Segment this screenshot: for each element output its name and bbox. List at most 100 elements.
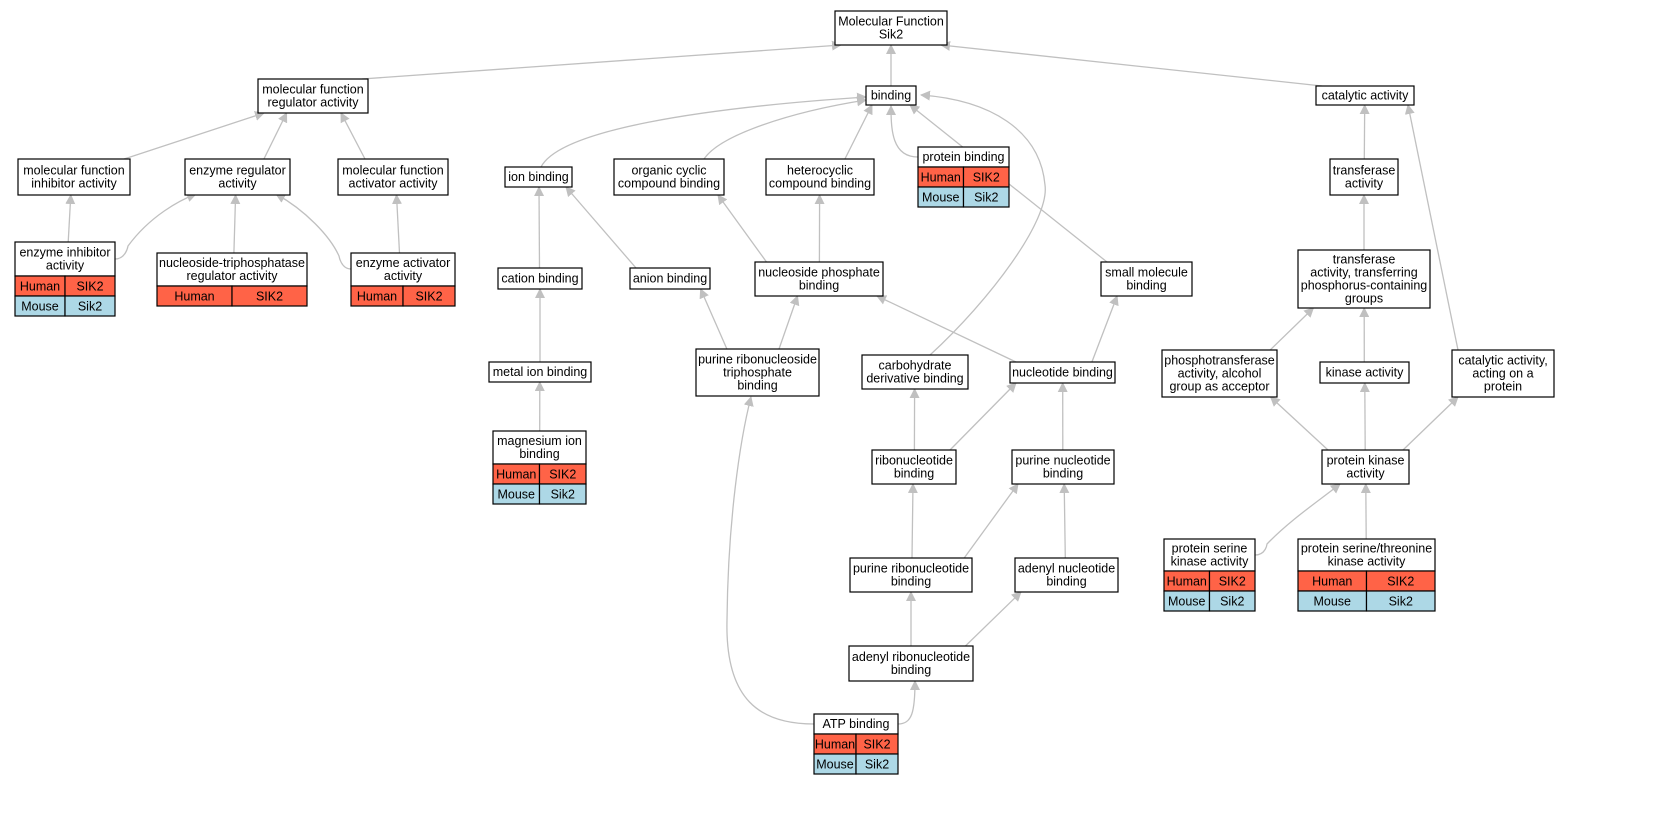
term-label-line: adenyl nucleotide [1018,562,1115,576]
term-label-line: regulator activity [186,269,278,283]
term-box [629,267,711,290]
ortholog-species-label: Human [174,290,214,304]
term-box [1161,349,1278,398]
term-label-line: nucleoside-triphosphatase [159,256,305,270]
term-label-line: kinase activity [1326,366,1405,380]
ortholog-gene-label: Sik2 [551,488,575,502]
edge-enzact-to-mfact [391,194,402,254]
term-box [861,354,969,390]
edge-catprot-to-catalytic [1404,104,1459,351]
term-box [765,158,875,196]
edge-adenyl-to-purnuc [1059,483,1070,559]
term-label-line: anion binding [633,272,707,286]
term-label-line: enzyme inhibitor [19,246,110,260]
term-box [257,78,369,114]
ortholog-cell-mouse [962,186,1010,208]
edge-nucphos-to-orgcyc [717,194,768,263]
ortholog-species-label: Human [496,468,536,482]
ortholog-species-label: Human [921,171,961,185]
term-label-line: metal ion binding [493,365,588,379]
edge-pskin-to-protkin [1254,483,1341,556]
edge-cation-to-ionbind [534,186,545,269]
term-label-line: purine ribonucleotide [853,562,969,576]
term-box [504,166,573,188]
ortholog-gene-label: SIK2 [1219,575,1246,589]
edge-purribo-to-purnuc [963,483,1019,559]
term-label-line: binding [891,663,931,677]
term-node-cation[interactable]: cation binding [497,267,583,290]
term-label-line: activity [1346,467,1385,481]
term-label-line: activity [218,177,257,191]
term-node-nucleo[interactable]: nucleotide binding [1009,361,1116,384]
term-node-catalytic[interactable]: catalytic activity [1315,85,1415,106]
term-node-metal[interactable]: metal ion binding [488,361,592,383]
term-label-line: transferase [1333,164,1396,178]
ortholog-gene-label: Sik2 [1389,595,1413,609]
term-label-line: adenyl ribonucleotide [852,650,970,664]
term-node-binding[interactable]: binding [865,85,917,106]
term-node-anion[interactable]: anion binding [629,267,711,290]
term-node-kinase[interactable]: kinase activity [1319,361,1410,384]
edge-ionbind-to-binding [540,92,867,168]
term-label-line: carbohydrate [879,359,952,373]
edge-enzinh-to-enzreg [114,192,197,260]
term-box [1011,449,1115,485]
term-label-line: catalytic activity [1322,89,1410,103]
term-label-line: binding [737,379,777,393]
ortholog-species-label: Human [1167,575,1207,589]
term-label-line: kinase activity [1328,555,1407,569]
term-box [184,158,291,196]
term-label-line: binding [871,89,911,103]
ortholog-gene-label: Sik2 [865,758,889,772]
term-box [1297,249,1431,309]
ortholog-cell-human [231,285,308,307]
term-label-line: enzyme activator [356,256,450,270]
edge-ribonuc-to-nucleo [949,382,1017,451]
term-label-line: binding [891,575,931,589]
term-label-line: organic cyclic [631,164,706,178]
term-box [871,449,957,485]
edge-phosalc-to-transphos [1269,307,1315,351]
term-label-line: binding [1043,467,1083,481]
term-node-ionbind[interactable]: ion binding [504,166,573,188]
ortholog-cell-mouse [538,483,587,505]
term-label-line: enzyme regulator [189,164,286,178]
term-label-line: activity [1345,177,1384,191]
edge-hetcyc-to-binding [844,104,873,160]
term-box [156,252,308,287]
edge-nucleo-to-smallmol [1091,295,1119,363]
ortholog-species-label: Mouse [21,300,59,314]
term-label-line: molecular function [342,164,443,178]
ortholog-species-label: Mouse [1313,595,1351,609]
term-box [1297,538,1436,572]
